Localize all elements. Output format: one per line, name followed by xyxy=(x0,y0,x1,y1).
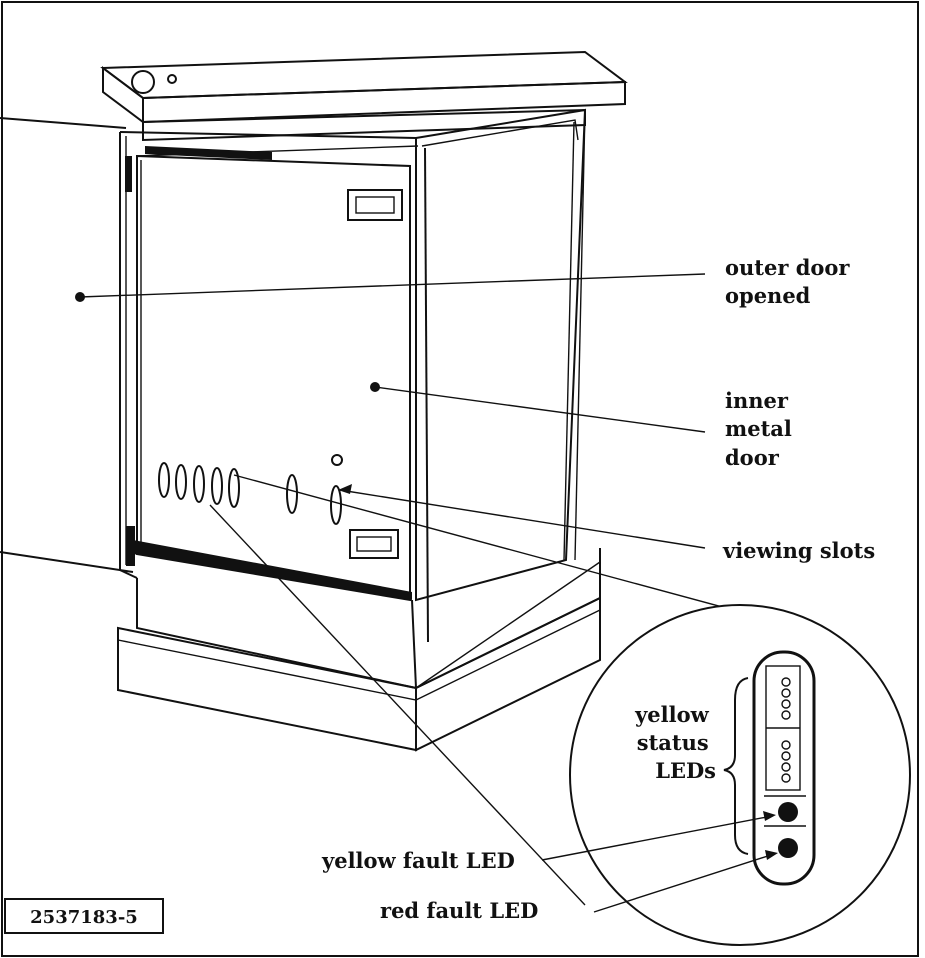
status-led xyxy=(781,751,791,761)
upper-hinge xyxy=(125,156,132,192)
outer-door-label: outer door opened xyxy=(725,255,857,308)
indicator-dot-icon xyxy=(167,74,177,84)
outer-door-bottom-edge xyxy=(0,551,134,573)
inner-door-leader xyxy=(374,386,706,433)
lower-handle xyxy=(349,529,399,559)
viewing-slot xyxy=(158,462,170,498)
figure-id: 2537183-5 xyxy=(30,907,138,928)
red-fault-led xyxy=(778,838,798,858)
door-hole-icon xyxy=(331,454,343,466)
outer-door-leader xyxy=(79,273,706,298)
viewing-slot xyxy=(286,474,298,514)
cabinet-base xyxy=(117,626,417,752)
viewing-slots-group xyxy=(158,462,342,525)
status-led xyxy=(781,699,791,709)
cabinet xyxy=(0,50,628,752)
status-led xyxy=(781,740,791,750)
viewing-slot xyxy=(175,464,187,500)
viewing-slots-label: viewing slots xyxy=(722,538,875,563)
viewing-slot xyxy=(193,465,205,503)
yellow-fault-leader xyxy=(541,815,773,861)
viewing-slot xyxy=(211,467,223,505)
power-button-icon xyxy=(131,70,155,94)
inner-metal-door xyxy=(136,154,411,602)
figure-id-box xyxy=(4,898,164,934)
viewing-slots-leader xyxy=(339,489,706,549)
status-led xyxy=(781,762,791,772)
yellow-fault-led xyxy=(778,802,798,822)
status-led-brace xyxy=(723,677,749,855)
red-fault-label: red fault LED xyxy=(380,898,538,923)
status-led xyxy=(781,677,791,687)
viewing-slot xyxy=(228,468,240,508)
outer-door-top-edge xyxy=(0,117,127,129)
viewing-slot xyxy=(330,485,342,525)
status-led xyxy=(781,773,791,783)
status-led xyxy=(781,688,791,698)
status-leds-label: yellow status LEDs xyxy=(634,702,716,783)
upper-handle xyxy=(347,189,403,221)
inner-door-label: inner metal door xyxy=(725,388,799,470)
status-led-group xyxy=(781,677,791,783)
red-fault-leader xyxy=(593,853,775,913)
magnifier-circle xyxy=(569,604,911,946)
led-detail-magnifier xyxy=(209,474,911,946)
leader-lines xyxy=(75,273,778,913)
lower-hinge xyxy=(126,526,135,566)
yellow-fault-label: yellow fault LED xyxy=(321,848,515,873)
status-led xyxy=(781,710,791,720)
